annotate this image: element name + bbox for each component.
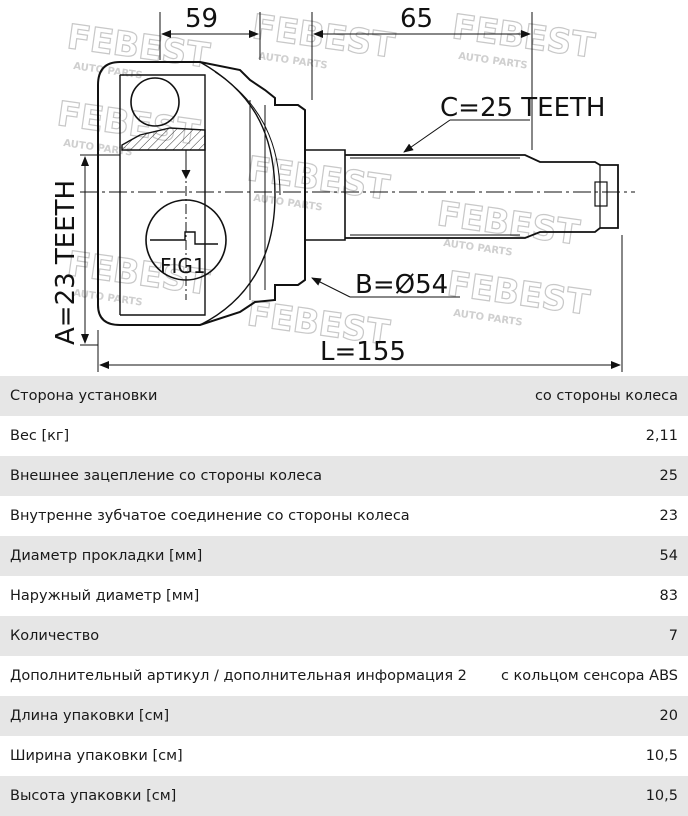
cv-joint-drawing: FEBEST AUTO PARTS FEBEST AUTO PARTS FEBE…: [0, 0, 688, 376]
spec-value: 2,11: [645, 428, 678, 444]
spec-value: 7: [668, 628, 678, 644]
spec-row: Количество 7: [0, 616, 688, 656]
spec-label: Дополнительный артикул / дополнительная …: [10, 668, 467, 684]
dimension-65: 65: [400, 4, 433, 34]
spec-value: 25: [659, 468, 678, 484]
spec-value: со стороны колеса: [534, 388, 678, 404]
spec-value: 54: [659, 548, 678, 564]
spec-label: Сторона установки: [10, 388, 158, 404]
spec-row: Сторона установки со стороны колеса: [0, 376, 688, 416]
dimension-lines: [80, 12, 623, 372]
label-inner-spline: A=23 TEETH: [51, 180, 81, 345]
spec-row: Внутренне зубчатое соединение со стороны…: [0, 496, 688, 536]
spec-label: Количество: [10, 628, 100, 644]
dimension-59: 59: [185, 4, 218, 34]
spec-label: Высота упаковки [см]: [10, 788, 177, 804]
label-seal-diameter: B=Ø54: [355, 270, 448, 300]
spec-label: Вес [кг]: [10, 428, 70, 444]
spec-row: Дополнительный артикул / дополнительная …: [0, 656, 688, 696]
cv-joint-diagram: FEBEST AUTO PARTS FEBEST AUTO PARTS FEBE…: [51, 4, 635, 372]
cv-joint-body: [97, 61, 619, 326]
spec-row: Ширина упаковки [см] 10,5: [0, 736, 688, 776]
spec-value: 23: [659, 508, 678, 524]
spec-row: Диаметр прокладки [мм] 54: [0, 536, 688, 576]
label-outer-spline: C=25 TEETH: [440, 93, 605, 123]
spec-row: Наружный диаметр [мм] 83: [0, 576, 688, 616]
spec-label: Длина упаковки [см]: [10, 708, 170, 724]
spec-label: Внешнее зацепление со стороны колеса: [10, 468, 323, 484]
spec-value: 20: [659, 708, 678, 724]
spec-row: Длина упаковки [см] 20: [0, 696, 688, 736]
label-total-length: L=155: [320, 337, 406, 367]
spec-value: 10,5: [645, 788, 678, 804]
spec-value: с кольцом сенсора ABS: [500, 668, 678, 684]
watermark-group: FEBEST AUTO PARTS FEBEST AUTO PARTS FEBE…: [54, 6, 598, 354]
spec-label: Наружный диаметр [мм]: [10, 588, 200, 604]
spec-label: Ширина упаковки [см]: [10, 748, 183, 764]
spec-row: Внешнее зацепление со стороны колеса 25: [0, 456, 688, 496]
spec-label: Внутренне зубчатое соединение со стороны…: [10, 508, 410, 524]
label-figure: FIG1: [160, 254, 206, 278]
spec-row: Высота упаковки [см] 10,5: [0, 776, 688, 816]
spec-row: Вес [кг] 2,11: [0, 416, 688, 456]
spec-label: Диаметр прокладки [мм]: [10, 548, 203, 564]
spec-value: 83: [659, 588, 678, 604]
spec-value: 10,5: [645, 748, 678, 764]
